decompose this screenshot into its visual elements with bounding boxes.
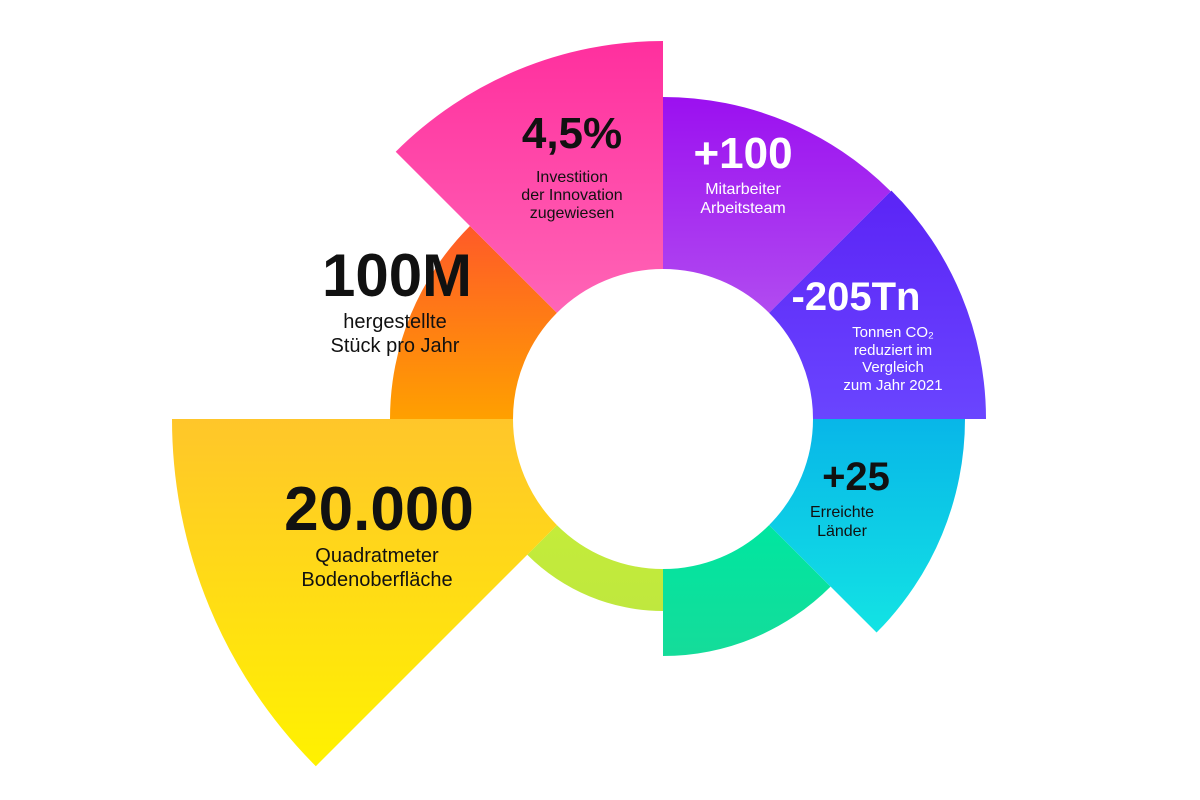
segment-innovation-labels: 4,5% Investition der Innovation zugewies… (521, 109, 622, 222)
segment-co2-label-line: Tonnen CO₂ (852, 324, 934, 341)
segment-area-label-line: Bodenoberfläche (301, 569, 452, 591)
segment-innovation-label-line: zugewiesen (530, 205, 615, 222)
segment-countries-label-line: Erreichte (810, 504, 874, 521)
segment-countries-value: +25 (822, 455, 890, 499)
segment-employees-wedge (663, 97, 891, 313)
segment-employees-label-line: Mitarbeiter (705, 181, 781, 198)
segment-countries-label-line: Länder (817, 523, 867, 540)
segment-countries-wedge (769, 419, 965, 633)
segment-lime-wedge (527, 525, 663, 611)
segment-co2-label-line: reduziert im (854, 342, 932, 359)
segment-countries-labels: +25 Erreichte Länder (810, 455, 890, 540)
segment-employees-value: +100 (693, 129, 792, 178)
segment-green-wedge (663, 525, 831, 656)
segment-co2-label-line: Vergleich (862, 359, 924, 376)
segment-units-value: 100M (322, 242, 472, 309)
segment-co2-label-line: zum Jahr 2021 (843, 377, 942, 394)
segment-units-label-line: Stück pro Jahr (331, 335, 460, 357)
segment-area-wedge (172, 419, 557, 767)
segment-units-wedge (390, 225, 557, 419)
segment-area-labels: 20.000 Quadratmeter Bodenoberfläche (284, 475, 474, 591)
segment-co2-labels: -205Tn Tonnen CO₂ reduziert im Vergleich… (792, 275, 943, 394)
segment-employees-label-line: Arbeitsteam (700, 200, 785, 217)
segment-co2-wedge (769, 190, 986, 419)
segment-area-value: 20.000 (284, 475, 474, 544)
segment-innovation-label-line: der Innovation (521, 187, 622, 204)
wedges-group (172, 40, 986, 767)
segment-innovation-label-line: Investition (536, 169, 608, 186)
segment-innovation-value: 4,5% (522, 109, 622, 158)
segment-units-labels: 100M hergestellte Stück pro Jahr (322, 242, 472, 357)
segment-innovation-wedge (395, 40, 663, 313)
segment-co2-value: -205Tn (792, 275, 921, 319)
segment-units-label-line: hergestellte (343, 311, 446, 333)
segment-employees-labels: +100 Mitarbeiter Arbeitsteam (693, 129, 792, 217)
segment-area-label-line: Quadratmeter (315, 545, 439, 567)
